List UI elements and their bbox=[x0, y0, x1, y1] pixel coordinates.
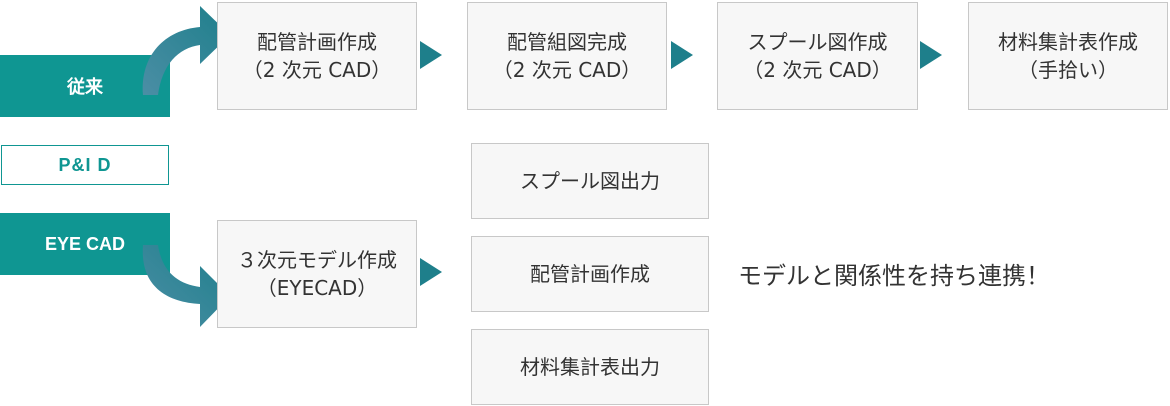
conventional-label: 従来 bbox=[0, 55, 170, 117]
flow-step-spool-drawing: スプール図作成 （2 次元 CAD） bbox=[717, 2, 918, 110]
output-piping-plan: 配管計画作成 bbox=[471, 236, 709, 312]
output-label: 配管計画作成 bbox=[530, 262, 650, 286]
flow-step-title: 配管計画作成 bbox=[257, 30, 377, 54]
curved-arrow-down-icon bbox=[142, 245, 230, 327]
output-spool-drawing: スプール図出力 bbox=[471, 143, 709, 219]
flow-step-assembly-drawing: 配管組図完成 （2 次元 CAD） bbox=[467, 2, 667, 110]
flow-arrow-icon bbox=[420, 258, 442, 286]
conventional-label-text: 従来 bbox=[67, 77, 103, 97]
flow-step-piping-plan: 配管計画作成 （2 次元 CAD） bbox=[217, 2, 417, 110]
eyecad-label: EYE CAD bbox=[0, 213, 170, 275]
flow-step-title: 材料集計表作成 bbox=[998, 30, 1138, 54]
output-label: スプール図出力 bbox=[520, 169, 660, 193]
flow-arrow-icon bbox=[920, 41, 942, 69]
flow-arrow-icon bbox=[420, 41, 442, 69]
tagline: モデルと関係性を持ち連携！ bbox=[738, 262, 1050, 290]
flow-step-subtitle: （2 次元 CAD） bbox=[492, 58, 642, 82]
output-label: 材料集計表出力 bbox=[520, 355, 660, 379]
flow-step-title: スプール図作成 bbox=[747, 30, 888, 54]
flow-step-title: ３次元モデル作成 bbox=[237, 248, 397, 272]
eyecad-label-text: EYE CAD bbox=[44, 233, 125, 254]
flow-step-subtitle: （EYECAD） bbox=[256, 276, 378, 300]
pid-label-text: P&I D bbox=[58, 154, 112, 175]
flow-arrow-icon bbox=[671, 41, 693, 69]
flow-step-material-list: 材料集計表作成 （手拾い） bbox=[968, 2, 1168, 110]
flow-step-3d-model: ３次元モデル作成 （EYECAD） bbox=[217, 220, 417, 328]
flow-step-subtitle: （手拾い） bbox=[1018, 58, 1118, 82]
flow-step-title: 配管組図完成 bbox=[507, 30, 627, 54]
curved-arrow-up-icon bbox=[142, 6, 230, 95]
flow-step-subtitle: （2 次元 CAD） bbox=[242, 58, 392, 82]
flow-step-subtitle: （2 次元 CAD） bbox=[743, 58, 892, 82]
pid-label: P&I D bbox=[1, 145, 169, 185]
output-material-list: 材料集計表出力 bbox=[471, 329, 709, 405]
